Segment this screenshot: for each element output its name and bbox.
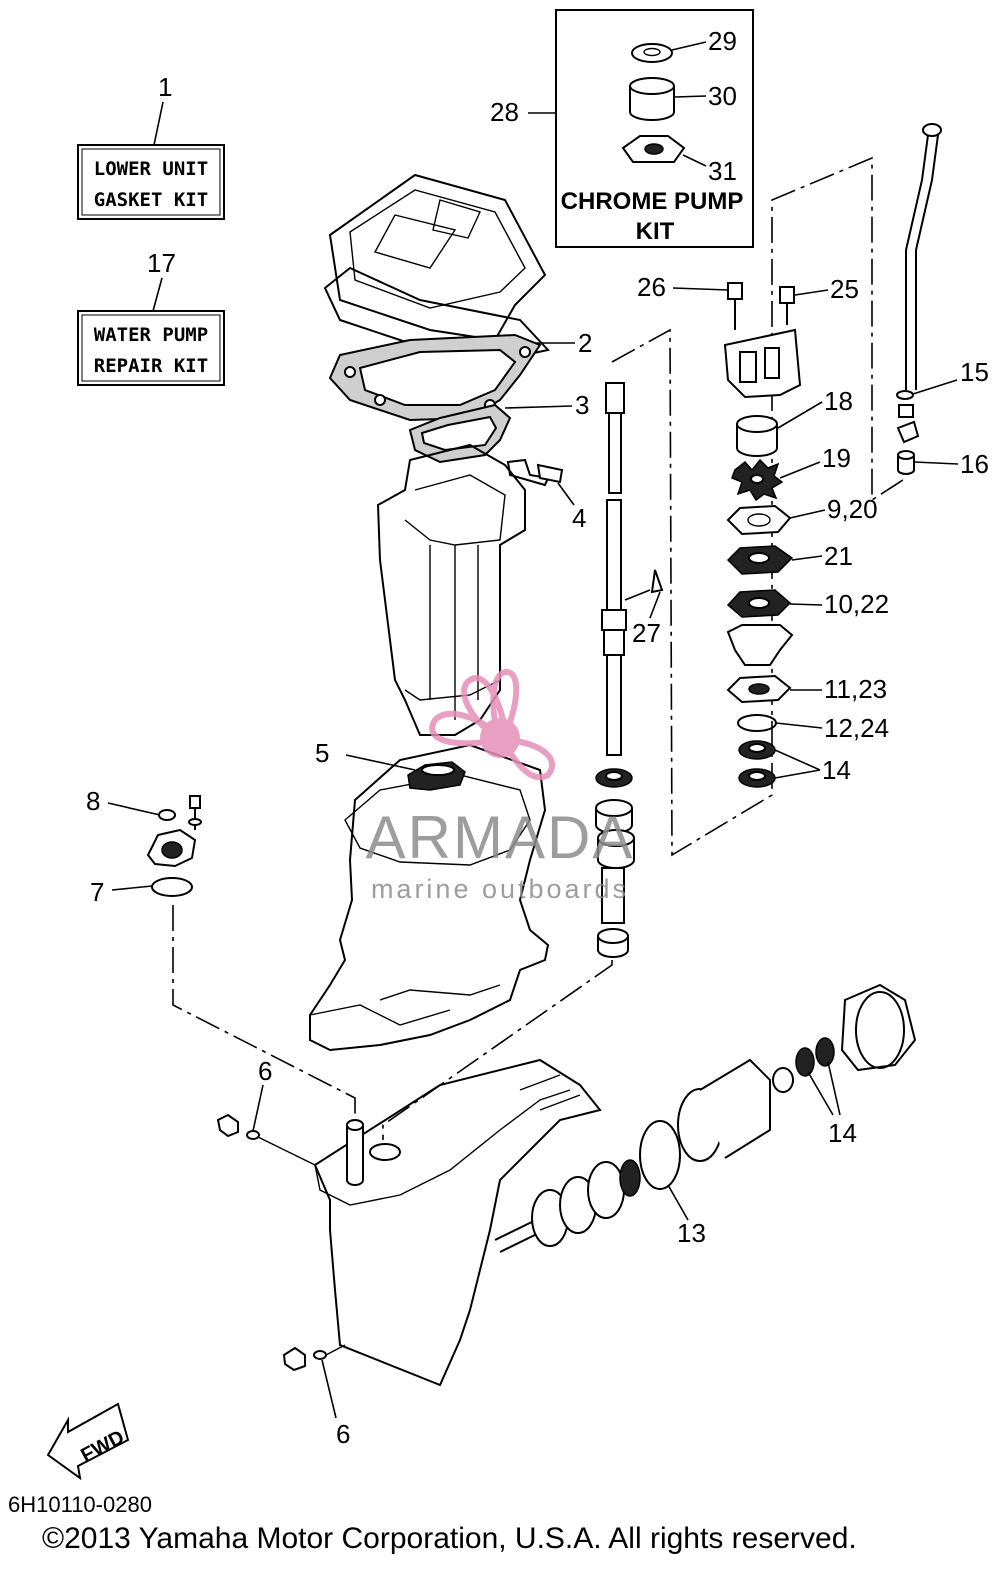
callout-1: 1	[158, 72, 172, 102]
callout-14-right: 14	[822, 755, 851, 785]
callout-10-22: 10,22	[824, 589, 889, 619]
fwd-arrow-icon: FWD	[46, 1402, 130, 1481]
chrome-pump-kit-line2: KIT	[636, 218, 675, 245]
watermark-brand: ARMADA	[366, 804, 635, 871]
diagram-code: 6H10110-0280	[8, 1492, 152, 1517]
callout-6-top: 6	[258, 1056, 272, 1086]
callout-21: 21	[824, 541, 853, 571]
callout-27: 27	[632, 618, 661, 648]
callout-6-bottom: 6	[336, 1419, 350, 1449]
water-pump-kit-line1: WATER PUMP	[94, 324, 208, 346]
callout-8: 8	[86, 786, 100, 816]
upper-casing: 5	[309, 443, 550, 1052]
water-pump-assembly: 26 25 18 19 9,20 21 10,22	[637, 272, 889, 788]
callout-12-24: 12,24	[824, 713, 889, 743]
water-pump-repair-kit-label[interactable]: 17 WATER PUMP REPAIR KIT	[77, 248, 225, 386]
callout-28: 28	[490, 97, 519, 127]
gearcase: 6 6	[216, 1056, 602, 1449]
callout-25: 25	[830, 274, 859, 304]
callout-7: 7	[90, 877, 104, 907]
upper-gaskets: 2 3	[323, 173, 592, 464]
callout-5: 5	[315, 738, 329, 768]
callout-29: 29	[708, 26, 737, 56]
parts-7-8: 8 7	[86, 786, 202, 907]
callout-14-bottom: 14	[828, 1118, 857, 1148]
callout-26: 26	[637, 272, 666, 302]
armada-watermark: ARMADA marine outboards	[366, 669, 635, 904]
callout-19: 19	[822, 443, 851, 473]
part-4-plate: 4	[506, 458, 586, 533]
callout-9-20: 9,20	[827, 494, 878, 524]
callout-4: 4	[572, 503, 586, 533]
lower-unit-gasket-kit-label[interactable]: 1 LOWER UNIT GASKET KIT	[77, 72, 225, 220]
callout-17: 17	[147, 248, 176, 278]
callout-18: 18	[824, 386, 853, 416]
copyright: ©2013 Yamaha Motor Corporation, U.S.A. A…	[42, 1522, 857, 1555]
callout-31: 31	[708, 156, 737, 186]
callout-2: 2	[578, 328, 592, 358]
chrome-pump-kit-line1: CHROME PUMP	[561, 188, 744, 215]
callout-11-23: 11,23	[824, 674, 887, 704]
chrome-pump-kit-box[interactable]: 28 29 30 31 CHROME PUMP KIT	[490, 9, 754, 248]
watermark-tagline: marine outboards	[371, 874, 629, 904]
propeller-shaft-assembly: 13 14	[494, 983, 917, 1253]
callout-3: 3	[575, 390, 589, 420]
water-pump-kit-line2: REPAIR KIT	[94, 355, 208, 377]
callout-13: 13	[677, 1218, 706, 1248]
callout-30: 30	[708, 81, 737, 111]
lower-unit-kit-line1: LOWER UNIT	[94, 158, 208, 180]
lower-unit-kit-line2: GASKET KIT	[94, 189, 208, 211]
water-tube: 15 16	[896, 123, 989, 479]
driveshaft: 27	[172, 156, 907, 1140]
callout-15: 15	[960, 357, 989, 387]
callout-16: 16	[960, 449, 989, 479]
armada-logo-icon	[429, 669, 556, 781]
